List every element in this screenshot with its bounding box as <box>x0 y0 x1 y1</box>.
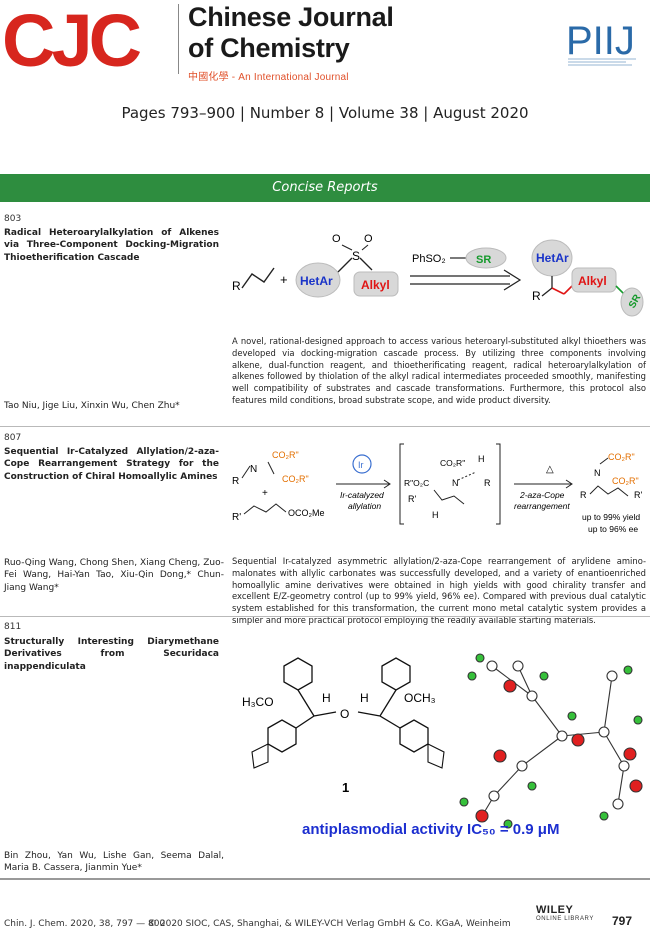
svg-text:CJC: CJC <box>2 2 141 74</box>
graphical-abstract-radical: R + HetAr S O O Alkyl PhSO₂ SR HetAr R A… <box>232 233 644 317</box>
svg-text:H: H <box>478 454 485 464</box>
header-divider <box>178 4 179 74</box>
wiley-online-library-logo[interactable]: WILEY ONLINE LIBRARY <box>536 904 602 928</box>
svg-text:O: O <box>364 233 373 245</box>
svg-text:R: R <box>580 490 587 500</box>
article-page-number: 811 <box>4 622 22 632</box>
crystal-structure <box>459 653 643 829</box>
issue-info: Pages 793–900 | Number 8 | Volume 38 | A… <box>121 104 529 122</box>
article-divider <box>0 426 650 427</box>
footer-citation: Chin. J. Chem. 2020, 38, 797 — 800 <box>4 919 166 929</box>
svg-text:PhSO₂: PhSO₂ <box>412 253 446 265</box>
svg-text:CO₂R": CO₂R" <box>608 452 635 462</box>
svg-text:R: R <box>232 279 241 293</box>
svg-text:+: + <box>262 488 268 499</box>
svg-text:R': R' <box>634 490 642 500</box>
svg-text:Alkyl: Alkyl <box>361 278 390 292</box>
svg-text:allylation: allylation <box>348 501 381 511</box>
svg-text:Ir-catalyzed: Ir-catalyzed <box>340 490 384 500</box>
svg-text:antiplasmodial activity IC₅₀ =: antiplasmodial activity IC₅₀ = 0.9 μM <box>302 821 559 838</box>
svg-text:CO₂R": CO₂R" <box>612 476 639 486</box>
svg-text:N: N <box>250 464 257 475</box>
svg-text:N: N <box>452 478 459 488</box>
article-divider <box>0 616 650 617</box>
svg-text:CO₂R": CO₂R" <box>440 458 465 468</box>
svg-text:CO₂R": CO₂R" <box>282 474 309 484</box>
svg-text:O: O <box>340 707 349 721</box>
piij-logo: PIIJ <box>566 19 636 66</box>
svg-text:R': R' <box>232 512 241 523</box>
wiley-logo-subtext: ONLINE LIBRARY <box>536 916 594 922</box>
svg-text:HetAr: HetAr <box>536 251 569 265</box>
article-abstract: A novel, rational-designed approach to a… <box>232 336 646 405</box>
article-page-number: 807 <box>4 433 22 443</box>
journal-name: Chinese Journal of Chemistry <box>188 2 394 63</box>
article-page-number: 803 <box>4 214 22 224</box>
svg-text:HetAr: HetAr <box>300 274 333 288</box>
article-authors: Bin Zhou, Yan Wu, Lishe Gan, Seema Dalal… <box>4 851 224 874</box>
svg-text:H: H <box>360 691 369 705</box>
cjc-logo: CJC <box>2 2 145 74</box>
svg-text:2-aza-Cope: 2-aza-Cope <box>519 490 565 500</box>
svg-text:OCO₂Me: OCO₂Me <box>288 508 325 518</box>
svg-text:△: △ <box>546 464 554 475</box>
svg-text:CO₂R": CO₂R" <box>272 450 299 460</box>
svg-text:S: S <box>352 249 360 263</box>
page-number: 797 <box>612 914 633 928</box>
svg-text:Alkyl: Alkyl <box>578 274 607 288</box>
svg-text:H₃CO: H₃CO <box>242 695 274 709</box>
section-title: Concise Reports <box>272 180 378 195</box>
svg-text:1: 1 <box>342 780 349 795</box>
svg-text:O: O <box>332 233 341 245</box>
svg-text:R: R <box>484 478 491 488</box>
graphical-abstract-aza-cope: CO₂R" CO₂R" N R + R' OCO₂Me Ir Ir-cataly… <box>232 443 642 534</box>
svg-text:up to 99% yield: up to 99% yield <box>582 512 640 522</box>
svg-text:OCH₃: OCH₃ <box>404 691 436 705</box>
article-authors: Ruo-Qing Wang, Chong Shen, Xiang Cheng, … <box>4 558 224 593</box>
svg-text:up to 96% ee: up to 96% ee <box>588 524 638 534</box>
svg-text:R: R <box>232 476 239 487</box>
article-abstract: Sequential Ir-catalyzed asymmetric allyl… <box>232 556 646 625</box>
article-title[interactable]: Structurally Interesting Diarymethane De… <box>4 637 219 672</box>
svg-text:Ir: Ir <box>358 460 364 470</box>
svg-text:H: H <box>322 691 331 705</box>
svg-text:rearrangement: rearrangement <box>514 501 570 511</box>
svg-text:R: R <box>532 289 541 303</box>
svg-text:PIIJ: PIIJ <box>566 19 635 63</box>
svg-text:R': R' <box>408 494 416 504</box>
svg-text:H: H <box>432 510 439 520</box>
section-band <box>0 174 650 202</box>
wiley-logo-text: WILEY <box>536 904 574 916</box>
footer-copyright: © 2020 SIOC, CAS, Shanghai, & WILEY-VCH … <box>148 919 511 929</box>
article-title[interactable]: Sequential Ir-Catalyzed Allylation/2-aza… <box>4 447 219 482</box>
svg-text:SR: SR <box>476 254 491 266</box>
graphical-abstract-diarylmethane: H₃CO OCH₃ H H O 1 antiplasmodial activit… <box>242 653 643 838</box>
article-title[interactable]: Radical Heteroarylalkylation of Alkenes … <box>4 228 219 263</box>
journal-subtitle: 中國化學 - An International Journal <box>188 72 349 83</box>
svg-text:+: + <box>280 272 288 287</box>
svg-text:N: N <box>594 468 601 478</box>
article-authors: Tao Niu, Jige Liu, Xinxin Wu, Chen Zhu* <box>4 401 180 411</box>
svg-text:R"O₂C: R"O₂C <box>404 478 429 488</box>
article-divider <box>0 878 650 880</box>
